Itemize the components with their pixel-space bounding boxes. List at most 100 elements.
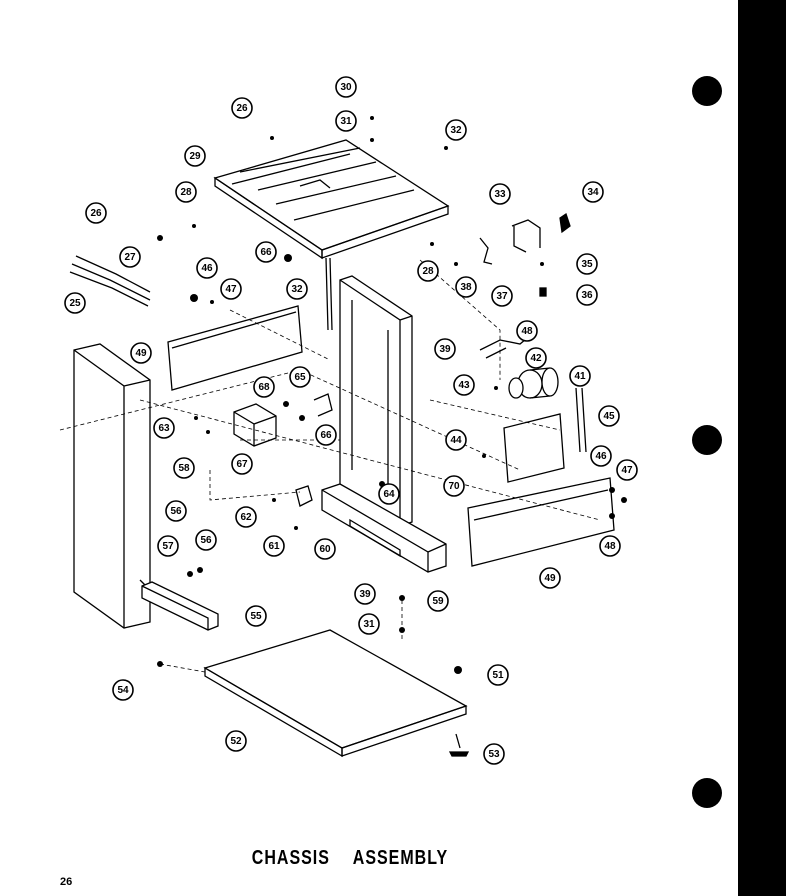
callout-label: 65 (294, 372, 306, 383)
callout-bubble (85, 202, 107, 224)
callout-label: 26 (90, 208, 102, 219)
callout-bubble (616, 459, 638, 481)
callout-label: 32 (450, 125, 462, 136)
callout-label: 41 (574, 371, 586, 382)
callout-bubble (487, 664, 509, 686)
callout-label: 66 (320, 430, 332, 441)
callout-label: 43 (458, 380, 470, 391)
callout-36: 36 (576, 284, 598, 306)
callout-65: 65 (289, 366, 311, 388)
callout-label: 39 (439, 344, 451, 355)
callout-label: 25 (69, 298, 81, 309)
callout-bubble (263, 535, 285, 557)
binding-edge (738, 0, 786, 896)
callout-bubble (255, 241, 277, 263)
callout-42: 42 (525, 347, 547, 369)
capacitor (508, 367, 559, 399)
callout-49: 49 (130, 342, 152, 364)
callout-bubble (453, 374, 475, 396)
callout-bubble (354, 583, 376, 605)
callout-47: 47 (220, 278, 242, 300)
callout-bubble (64, 292, 86, 314)
callout-bubble (539, 567, 561, 589)
callout-47: 47 (616, 459, 638, 481)
callout-29: 29 (184, 145, 206, 167)
callout-bubble (130, 342, 152, 364)
callout-label: 67 (236, 459, 248, 470)
callout-bubble (598, 405, 620, 427)
callout-bubble (582, 181, 604, 203)
control-plate (503, 413, 565, 483)
callout-bubble (576, 284, 598, 306)
callout-label: 46 (201, 263, 213, 274)
callout-67: 67 (231, 453, 253, 475)
callout-48: 48 (599, 535, 621, 557)
callout-66: 66 (255, 241, 277, 263)
callout-bubble (153, 417, 175, 439)
callout-51: 51 (487, 664, 509, 686)
left-side-panel (73, 343, 151, 629)
diagram-title: CHASSIS ASSEMBLY (251, 847, 449, 869)
callout-39: 39 (434, 338, 456, 360)
callout-bubble (576, 253, 598, 275)
upper-front-panel (167, 305, 303, 391)
callout-bubble (599, 535, 621, 557)
callout-label: 34 (587, 187, 599, 198)
callout-bubble (119, 246, 141, 268)
callout-label: 58 (178, 463, 190, 474)
callout-28: 28 (417, 260, 439, 282)
callout-bubble (286, 278, 308, 300)
callout-62: 62 (235, 506, 257, 528)
leg-53 (448, 733, 470, 757)
callout-label: 31 (340, 116, 352, 127)
lower-front-panel (467, 477, 615, 567)
callout-60: 60 (314, 538, 336, 560)
callout-label: 45 (603, 411, 615, 422)
callout-label: 52 (230, 736, 242, 747)
callout-bubble (184, 145, 206, 167)
callout-label: 47 (225, 284, 237, 295)
page-number: 26 (60, 876, 73, 888)
callout-bubble (417, 260, 439, 282)
callout-52: 52 (225, 730, 247, 752)
callout-bubble (491, 285, 513, 307)
callout-label: 44 (450, 435, 462, 446)
callout-bubble (220, 278, 242, 300)
callout-33: 33 (489, 183, 511, 205)
callout-label: 30 (340, 82, 352, 93)
callout-45: 45 (598, 405, 620, 427)
callout-label: 32 (291, 284, 303, 295)
callout-bubble (445, 119, 467, 141)
callout-63: 63 (153, 417, 175, 439)
callout-label: 62 (240, 512, 252, 523)
bottom-panel (203, 629, 468, 758)
callout-46: 46 (590, 445, 612, 467)
callout-label: 39 (359, 589, 371, 600)
callout-bubble (335, 110, 357, 132)
callout-32: 32 (286, 278, 308, 300)
callout-label: 63 (158, 423, 170, 434)
callout-bubble (335, 76, 357, 98)
bracket-36 (539, 287, 547, 297)
callout-25: 25 (64, 292, 86, 314)
callout-bubble (165, 500, 187, 522)
callout-41: 41 (569, 365, 591, 387)
callout-44: 44 (445, 429, 467, 451)
callout-bubble (590, 445, 612, 467)
callout-39: 39 (354, 583, 376, 605)
callout-58: 58 (173, 457, 195, 479)
callout-54: 54 (112, 679, 134, 701)
left-rail (141, 581, 219, 631)
callout-66: 66 (315, 424, 337, 446)
callout-label: 35 (581, 259, 593, 270)
callout-label: 42 (530, 353, 542, 364)
callout-label: 26 (236, 103, 248, 114)
binder-hole-bottom (692, 778, 722, 808)
callout-46: 46 (196, 257, 218, 279)
callout-28: 28 (175, 181, 197, 203)
callout-label: 33 (494, 189, 506, 200)
bracket-33 (511, 219, 541, 253)
callout-32: 32 (445, 119, 467, 141)
callout-bubble (196, 257, 218, 279)
